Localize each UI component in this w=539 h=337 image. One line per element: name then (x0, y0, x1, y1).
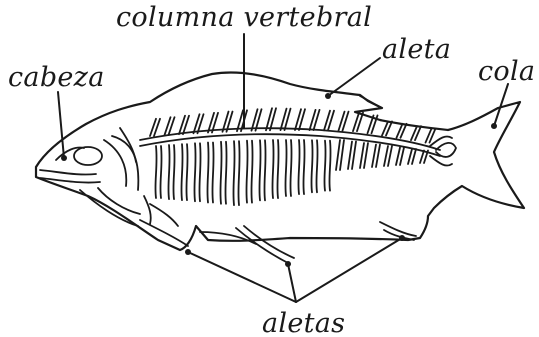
haemal-spine (364, 143, 368, 168)
dot-aletas-2 (285, 261, 291, 267)
rib (225, 142, 226, 204)
rib (316, 140, 317, 192)
rib (264, 140, 265, 200)
rib (251, 141, 252, 203)
dot-aletas-1 (185, 249, 191, 255)
rib (194, 143, 195, 201)
dot-aletas-3 (399, 235, 405, 241)
haemal-spine (352, 142, 356, 170)
leader-aletas-2 (288, 264, 296, 302)
haemal-spine (360, 143, 364, 168)
label-cola: cola (478, 56, 535, 87)
label-aleta: aleta (382, 34, 451, 65)
rib (220, 142, 221, 204)
haemal-spine (396, 148, 400, 166)
rib (324, 141, 325, 191)
rib (233, 141, 234, 205)
haemal-spine (412, 149, 416, 164)
rib (238, 141, 239, 205)
rib (212, 142, 213, 202)
haemal-spine (348, 142, 352, 170)
dorsal-fin-edge (360, 96, 380, 107)
haemal-spine (372, 145, 376, 168)
rib (277, 140, 278, 198)
leader-cabeza (58, 92, 64, 158)
rib (298, 140, 299, 194)
leader-aleta (328, 58, 380, 96)
haemal-spine (420, 151, 424, 164)
rib (246, 141, 247, 203)
leader-aletas-3 (296, 238, 402, 302)
dot-aleta (325, 93, 331, 99)
tail-bones (430, 136, 456, 165)
haemal-spine (408, 149, 412, 164)
fish-body-outline (36, 72, 524, 250)
rib (207, 142, 208, 202)
spine-lower (140, 134, 440, 156)
rib (329, 141, 330, 191)
rib (186, 144, 187, 200)
haemal-spine (376, 145, 380, 168)
rib (181, 144, 182, 200)
rib (311, 140, 312, 192)
rib (285, 140, 286, 196)
rib (160, 146, 161, 198)
haemal-spine (400, 148, 404, 166)
dot-cola (491, 123, 497, 129)
haemal-spine (340, 140, 344, 170)
haemal-spine (388, 146, 392, 166)
rib (272, 140, 273, 198)
rib (303, 140, 304, 194)
rib (259, 140, 260, 200)
rib (199, 143, 200, 201)
rib (155, 146, 156, 198)
dot-cabeza (61, 155, 67, 161)
rib (168, 145, 169, 199)
label-cabeza: cabeza (8, 62, 105, 93)
lower-fins (200, 222, 416, 264)
haemal-spine (336, 140, 340, 170)
rib (290, 140, 291, 196)
rib (173, 145, 174, 199)
label-columna-vertebral: columna vertebral (116, 2, 372, 33)
haemal-spine (384, 146, 388, 166)
label-aletas: aletas (262, 308, 345, 337)
